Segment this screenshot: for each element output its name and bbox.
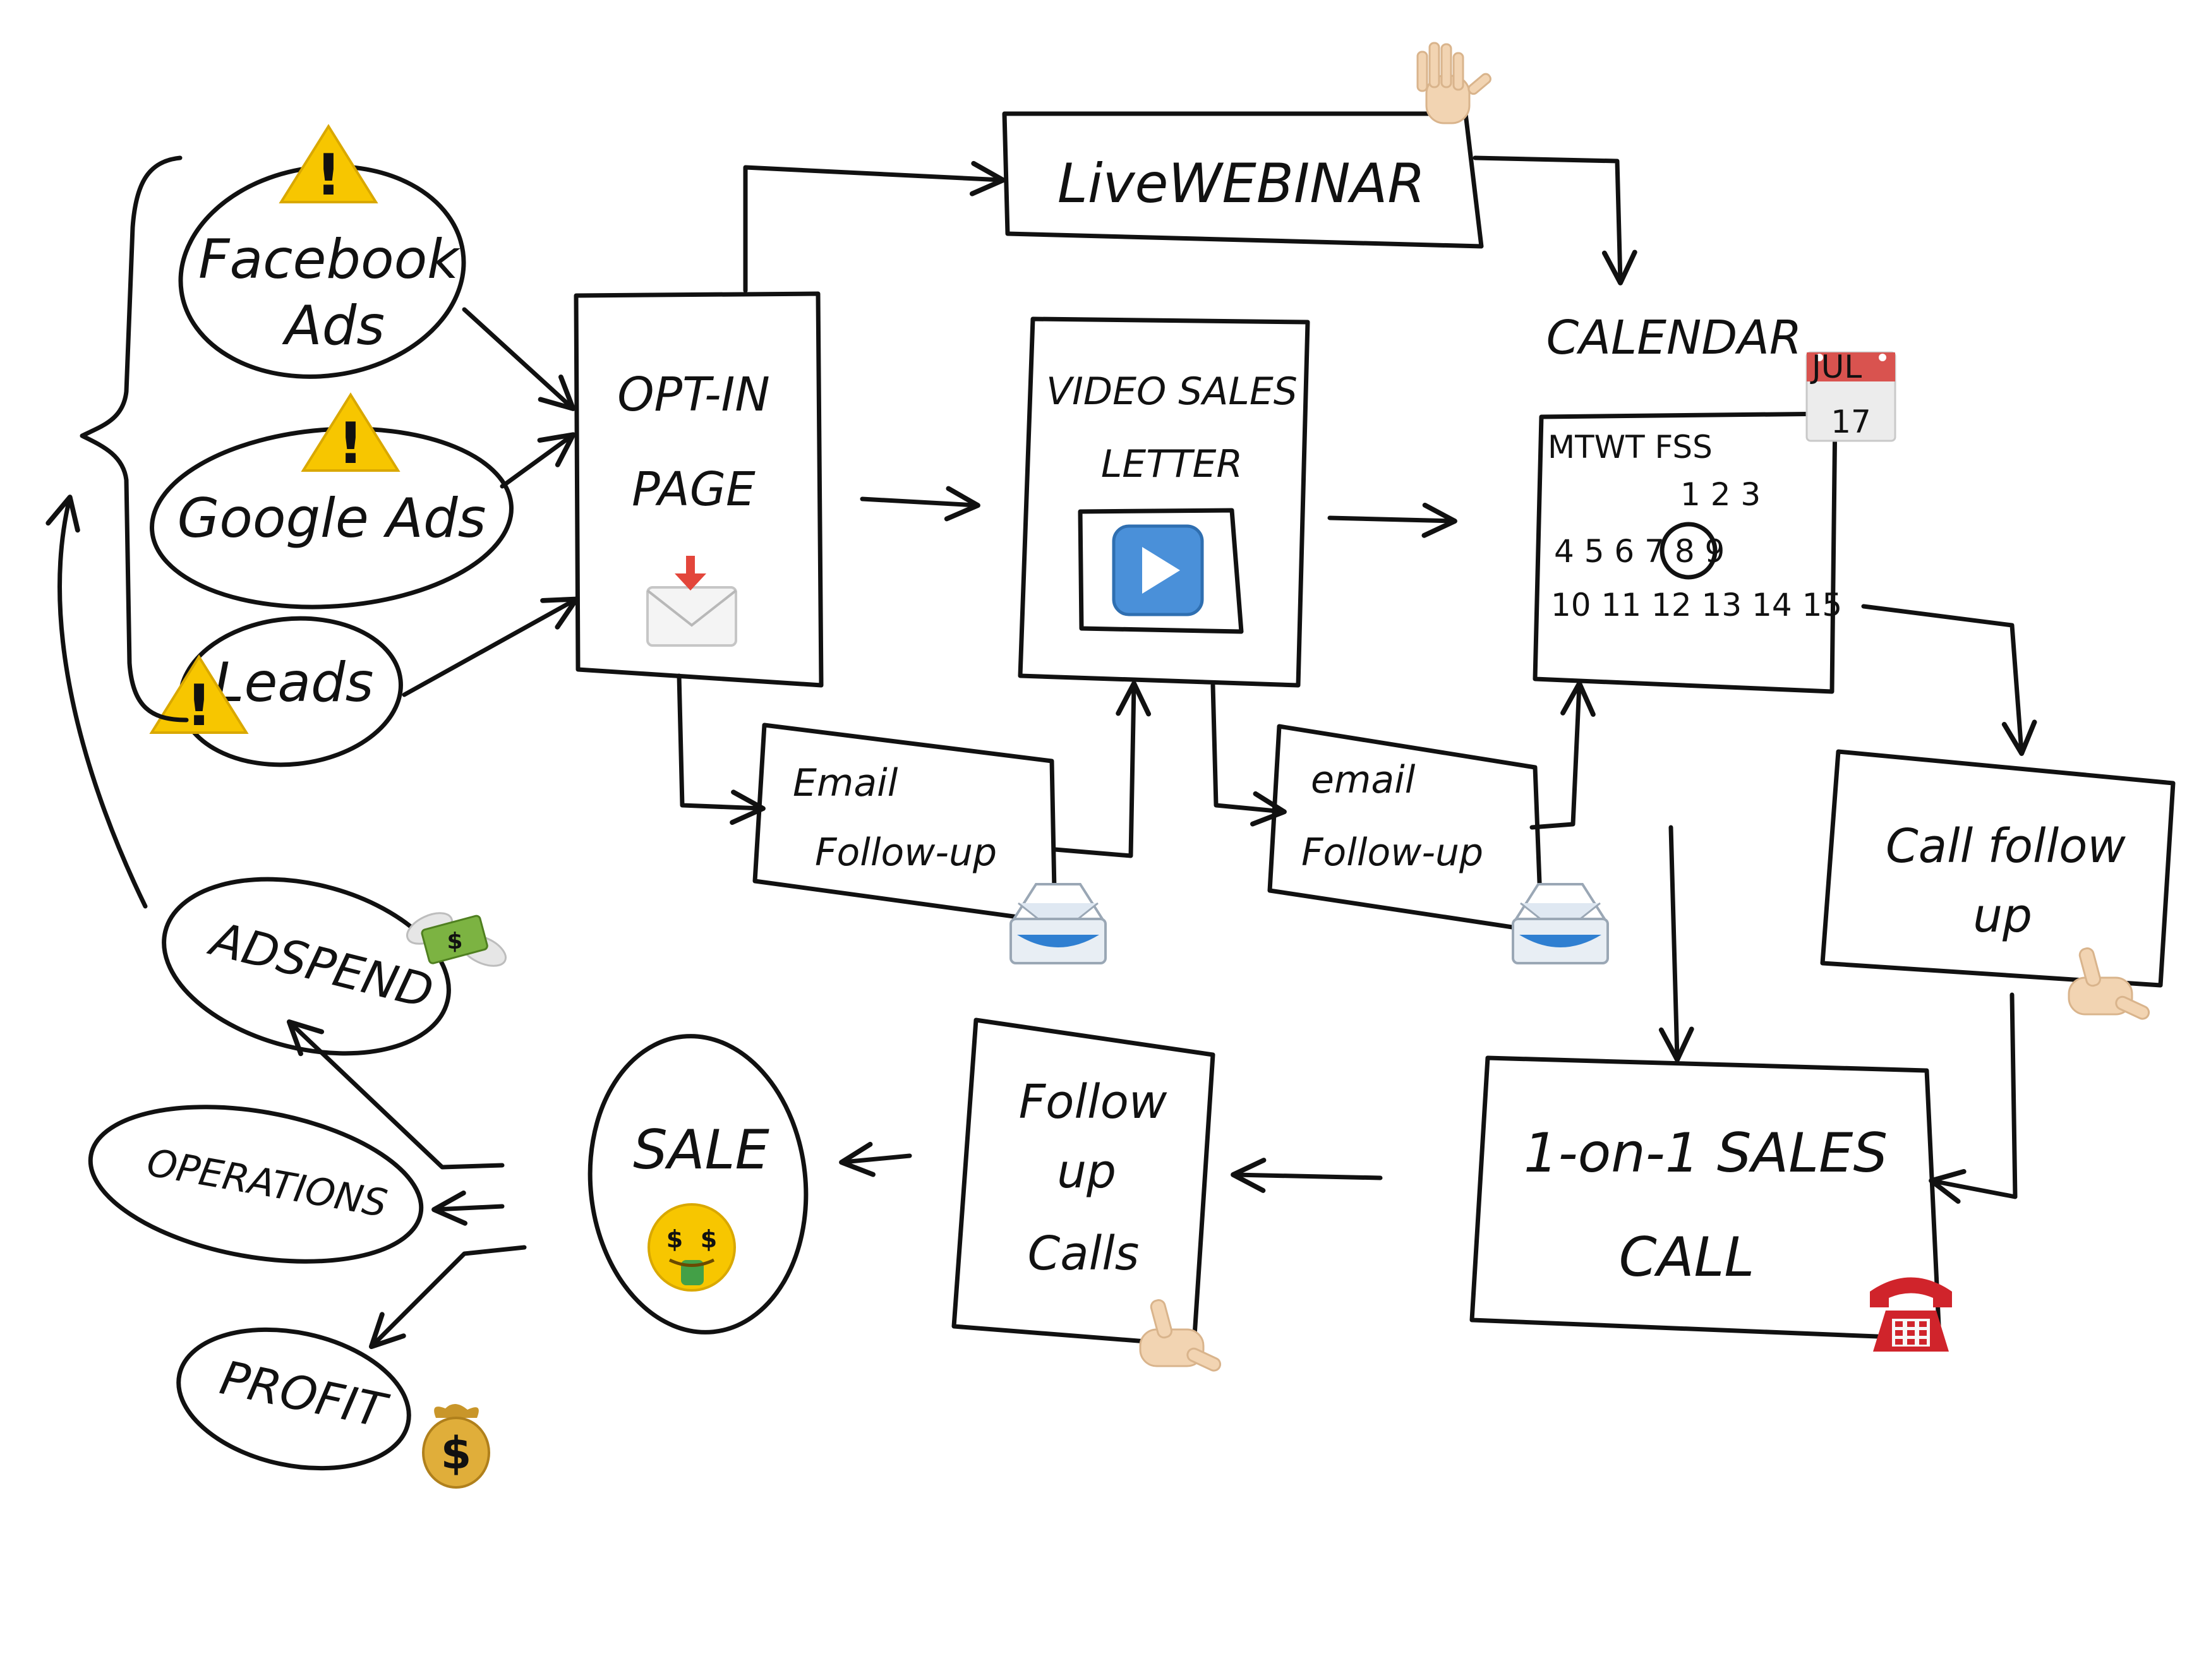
svg-text:$: $: [441, 1427, 472, 1479]
operations-node: OPERATIONS: [88, 1105, 424, 1264]
email-followup-2-line1: email: [1311, 758, 1416, 802]
money-mouth-face-icon: $ $: [648, 1203, 736, 1292]
svg-text:!: !: [337, 411, 363, 477]
follow-up-calls-line3: Calls: [1028, 1227, 1140, 1281]
google-warning-icon: !: [301, 392, 401, 477]
calendar-node: CALENDAR MTWT FSS 1 2 3 4 5 6 7 8 9 10 1…: [1533, 311, 1842, 694]
telephone-icon: [1870, 1277, 1952, 1352]
sale-node: SALE: [587, 1034, 809, 1335]
optin-line1: OPT-IN: [617, 368, 769, 422]
ad-spend-label: ADSPEND: [203, 911, 438, 1019]
call-followup-line2: up: [1973, 889, 2032, 943]
calendar-icon-day: 17: [1831, 404, 1871, 440]
live-webinar-node: LiveWEBINAR: [1002, 111, 1484, 249]
follow-up-calls-line2: up: [1057, 1144, 1116, 1199]
optin-line2: PAGE: [632, 462, 756, 517]
ad-spend-node: ADSPEND: [162, 877, 451, 1056]
email-followup-1-line2: Follow-up: [815, 831, 997, 875]
calendar-title: CALENDAR: [1546, 311, 1802, 365]
inbox-tray-1-icon: [1009, 883, 1107, 964]
facebook-ads-line1: Facebook: [198, 228, 461, 291]
raised-hand-icon: [1416, 42, 1491, 124]
call-followup-line1: Call follow: [1886, 819, 2126, 873]
facebook-ads-node: Facebook Ads: [178, 164, 466, 379]
google-ads-label: Google Ads: [178, 487, 486, 550]
leads-label: Leads: [214, 651, 374, 714]
email-followup-1-node: Email Follow-up: [752, 723, 1057, 925]
vsl-line1: VIDEO SALES: [1046, 369, 1298, 414]
svg-text:$: $: [701, 1225, 717, 1253]
svg-text:$: $: [666, 1225, 683, 1253]
sources-brace: [80, 155, 189, 723]
flow-arrows: [45, 155, 2037, 1350]
leads-warning-icon: !: [149, 654, 249, 739]
video-sales-letter-node: VIDEO SALES LETTER: [1018, 316, 1310, 688]
sale-label: SALE: [633, 1119, 769, 1182]
sales-call-line2: CALL: [1619, 1226, 1755, 1289]
circled-day-marker: [1660, 522, 1718, 580]
profit-label: PROFIT: [215, 1350, 394, 1439]
operations-label: OPERATIONS: [143, 1141, 390, 1227]
live-webinar-label: LiveWEBINAR: [1057, 152, 1425, 215]
svg-text:$: $: [447, 928, 462, 954]
calendar-weekdays: MTWT FSS: [1548, 429, 1713, 465]
optin-page-node: OPT-IN PAGE: [574, 291, 824, 688]
svg-text:!: !: [315, 142, 341, 208]
call-followup-node: Call follow up: [1820, 749, 2176, 988]
follow-up-calls-node: Follow up Calls: [951, 1017, 1215, 1348]
sales-call-line1: 1-on-1 SALES: [1524, 1122, 1888, 1185]
play-button-icon[interactable]: [1112, 524, 1204, 616]
email-followup-1-line1: Email: [793, 761, 898, 805]
svg-text:!: !: [186, 673, 212, 739]
vsl-line2: LETTER: [1101, 442, 1243, 486]
facebook-warning-icon: !: [279, 124, 378, 208]
inbox-tray-2-icon: [1512, 883, 1609, 964]
calendar-row3: 10 11 12 13 14 15: [1551, 587, 1842, 623]
facebook-ads-line2: Ads: [282, 294, 385, 357]
sales-call-node: 1-on-1 SALES CALL: [1469, 1055, 1942, 1341]
flying-money-icon: $: [406, 912, 507, 967]
calendar-row2: 4 5 6 7 8 9: [1554, 533, 1725, 570]
calendar-icon: JUL 17: [1805, 349, 1896, 442]
email-followup-2-line2: Follow-up: [1301, 831, 1483, 875]
google-ads-node: Google Ads: [150, 426, 514, 609]
envelope-download-icon: [646, 556, 737, 647]
money-bag-icon: $: [422, 1403, 490, 1489]
email-followup-2-node: email Follow-up: [1267, 724, 1544, 934]
call-me-hand-2-icon: [1139, 1299, 1222, 1372]
calendar-icon-month: JUL: [1810, 349, 1862, 385]
calendar-row1: 1 2 3: [1680, 476, 1761, 513]
follow-up-calls-line1: Follow: [1019, 1075, 1167, 1129]
call-me-hand-1-icon: [2068, 947, 2150, 1020]
